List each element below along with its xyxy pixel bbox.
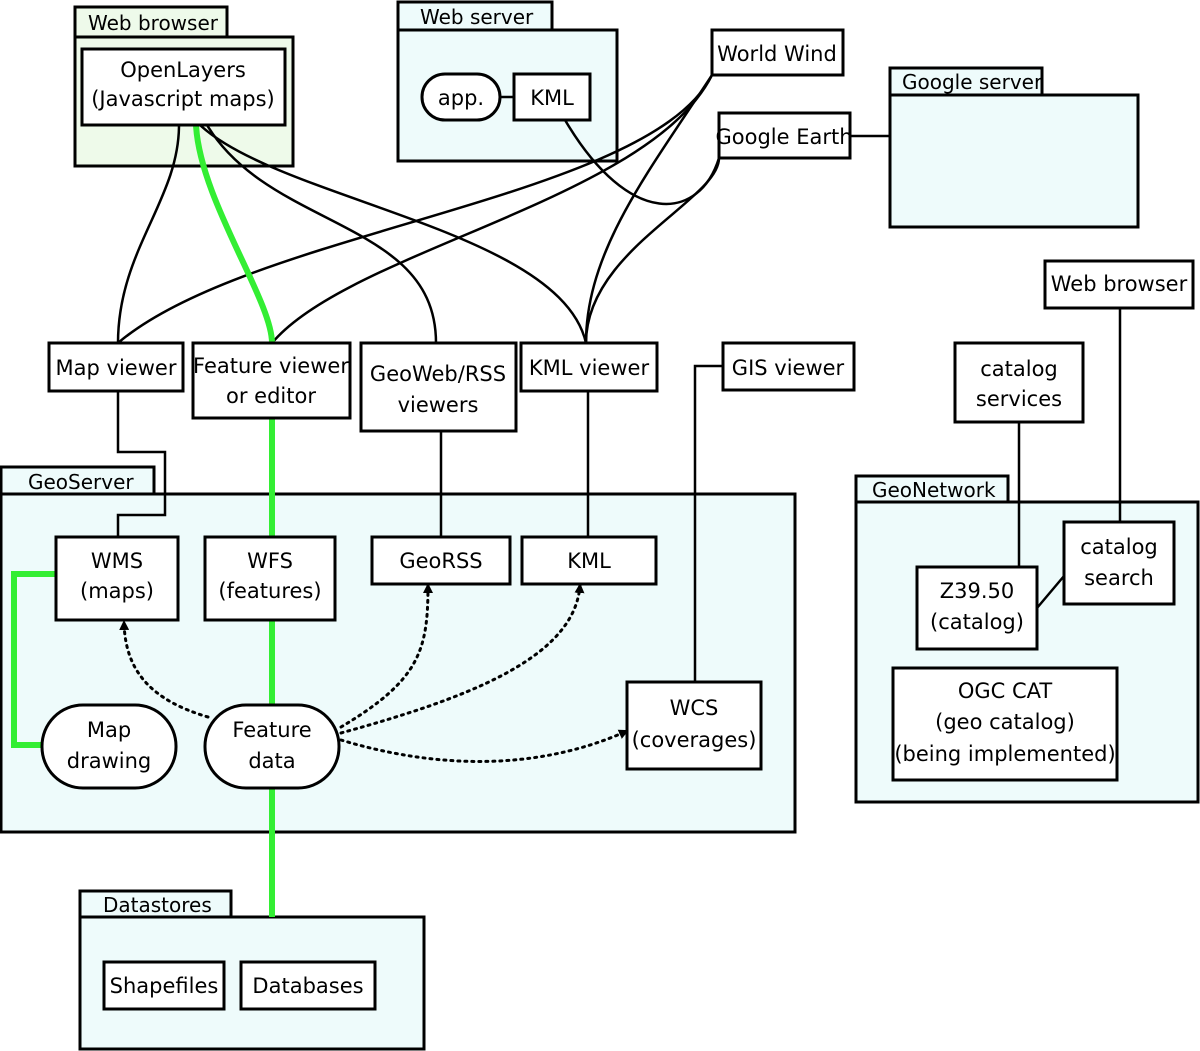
gis-viewer-box: GIS viewer [721,341,856,392]
catalog-search-label: catalog [1080,535,1158,559]
wms-sublabel: (maps) [80,579,154,603]
kml-viewer-label: KML viewer [529,356,650,380]
world-wind-box: World Wind [710,28,845,77]
wms-box: WMS (maps) [54,535,180,622]
app-node: app. [420,72,502,122]
catalog-services-box: catalog services [953,341,1085,424]
databases-box: Databases [239,960,377,1011]
catalog-services-label: catalog [980,357,1058,381]
web-browser-container-label: Web browser [88,11,219,35]
gis-viewer-label: GIS viewer [732,356,845,380]
ogc-cat-sublabel-2: (being implemented) [894,742,1115,766]
web-browser-right-label: Web browser [1051,272,1188,296]
wcs-label: WCS [670,696,719,720]
wms-label: WMS [91,549,143,573]
wcs-sublabel: (coverages) [632,728,757,752]
georss-box: GeoRSS [370,535,512,586]
z3950-sublabel: (catalog) [930,610,1024,634]
web-browser-right-box: Web browser [1043,259,1195,310]
shapefiles-box: Shapefiles [102,960,226,1011]
wfs-label: WFS [247,549,293,573]
feature-viewer-sublabel: or editor [226,384,316,408]
georss-viewers-box: GeoWeb/RSS viewers [359,341,518,433]
google-earth-label: Google Earth [715,125,852,149]
georss-viewers-sublabel: viewers [398,393,479,417]
wfs-sublabel: (features) [218,579,321,603]
datastores-container-label: Datastores [103,893,212,917]
kml-server-box: KML [512,72,592,122]
z3950-box: Z39.50 (catalog) [915,565,1039,651]
catalog-search-sublabel: search [1084,566,1154,590]
kml-box: KML [520,535,658,586]
google-server-container: Google server [888,66,1140,229]
openlayers-label: OpenLayers [120,58,246,82]
kml-server-label: KML [530,86,574,110]
connectors [11,74,1122,917]
georss-label: GeoRSS [399,549,482,573]
ogc-cat-sublabel-1: (geo catalog) [935,710,1075,734]
google-earth-box: Google Earth [715,111,853,160]
map-drawing-node: Map drawing [40,703,178,790]
feature-data-label: Feature [232,718,311,742]
openlayers-sublabel: (Javascript maps) [91,87,275,111]
wfs-box: WFS (features) [203,535,337,622]
georss-viewers-label: GeoWeb/RSS [370,362,506,386]
kml-label: KML [567,549,611,573]
kml-viewer-box: KML viewer [519,341,659,393]
world-wind-label: World Wind [717,42,837,66]
feature-data-node: Feature data [203,703,341,790]
feature-viewer-label: Feature viewer [193,354,349,378]
map-viewer-box: Map viewer [47,341,185,393]
map-drawing-label: Map [87,718,131,742]
feature-viewer-box: Feature viewer or editor [191,341,352,420]
google-server-container-label: Google server [902,70,1043,94]
feature-data-sublabel: data [248,749,295,773]
geonetwork-container-label: GeoNetwork [872,478,996,502]
geoserver-container-label: GeoServer [28,470,134,494]
openlayers-box: OpenLayers (Javascript maps) [80,47,287,127]
app-label: app. [438,86,484,110]
map-viewer-label: Map viewer [56,356,177,380]
catalog-services-sublabel: services [976,387,1062,411]
wcs-box: WCS (coverages) [625,680,763,771]
shapefiles-label: Shapefiles [110,974,219,998]
web-server-container: Web server [396,0,619,163]
catalog-search-box: catalog search [1062,520,1176,606]
databases-label: Databases [252,974,363,998]
ogc-cat-label: OGC CAT [958,679,1053,703]
map-drawing-sublabel: drawing [67,749,151,773]
web-server-container-label: Web server [420,5,534,29]
ogc-cat-box: OGC CAT (geo catalog) (being implemented… [891,666,1119,782]
z3950-label: Z39.50 [940,579,1015,603]
